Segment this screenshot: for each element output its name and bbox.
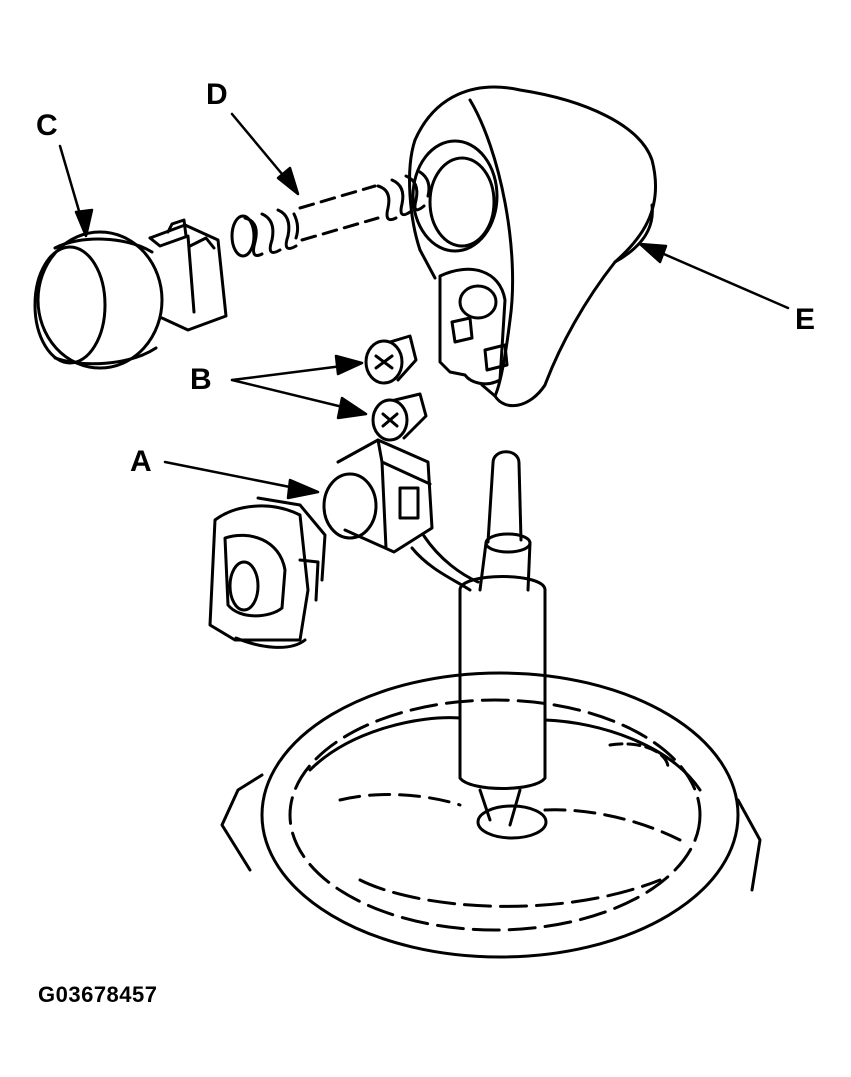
callout-b: B bbox=[190, 363, 212, 396]
leader-arrow-e bbox=[638, 242, 790, 310]
figure-id: G03678457 bbox=[38, 982, 158, 1007]
part-e-shift-knob bbox=[408, 85, 658, 408]
part-b-screws bbox=[364, 334, 428, 442]
shift-lever bbox=[458, 450, 547, 827]
callout-e: E bbox=[795, 303, 816, 336]
callout-d: D bbox=[206, 78, 228, 111]
callout-a: A bbox=[130, 445, 152, 478]
part-a-switch bbox=[322, 438, 480, 592]
leader-arrow-c bbox=[58, 144, 94, 238]
leader-arrow-b-upper bbox=[230, 354, 364, 382]
part-d-spring-and-rod bbox=[230, 170, 431, 258]
switch-bezel bbox=[208, 496, 327, 649]
leader-arrow-b-lower bbox=[230, 378, 368, 420]
shift-console bbox=[220, 671, 762, 959]
leader-arrow-d bbox=[230, 112, 300, 196]
leader-arrow-a bbox=[163, 460, 320, 500]
callout-c: C bbox=[36, 109, 58, 142]
leader-arrows bbox=[58, 112, 790, 500]
part-c-button-cap bbox=[33, 218, 228, 370]
